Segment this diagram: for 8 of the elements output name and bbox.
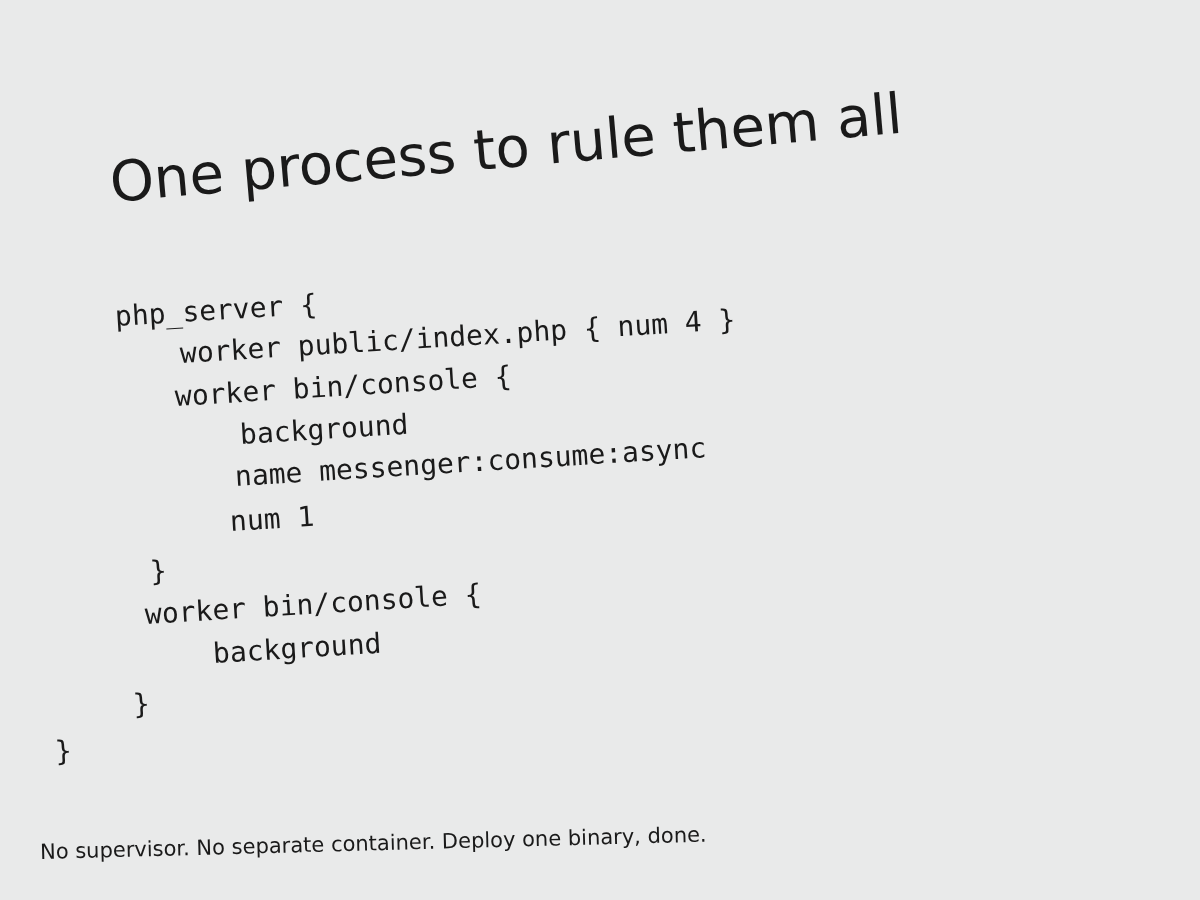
footer-note: No supervisor. No separate container. Deploy one binary, done. [39,822,707,864]
code-line: php_server { [114,287,318,333]
code-line: } [149,554,168,588]
slide-title: One process to rule them all [107,80,905,215]
code-line: num 1 [229,499,316,538]
code-line: } [54,734,73,768]
code-line: } [132,687,151,721]
code-line: background [212,626,383,670]
